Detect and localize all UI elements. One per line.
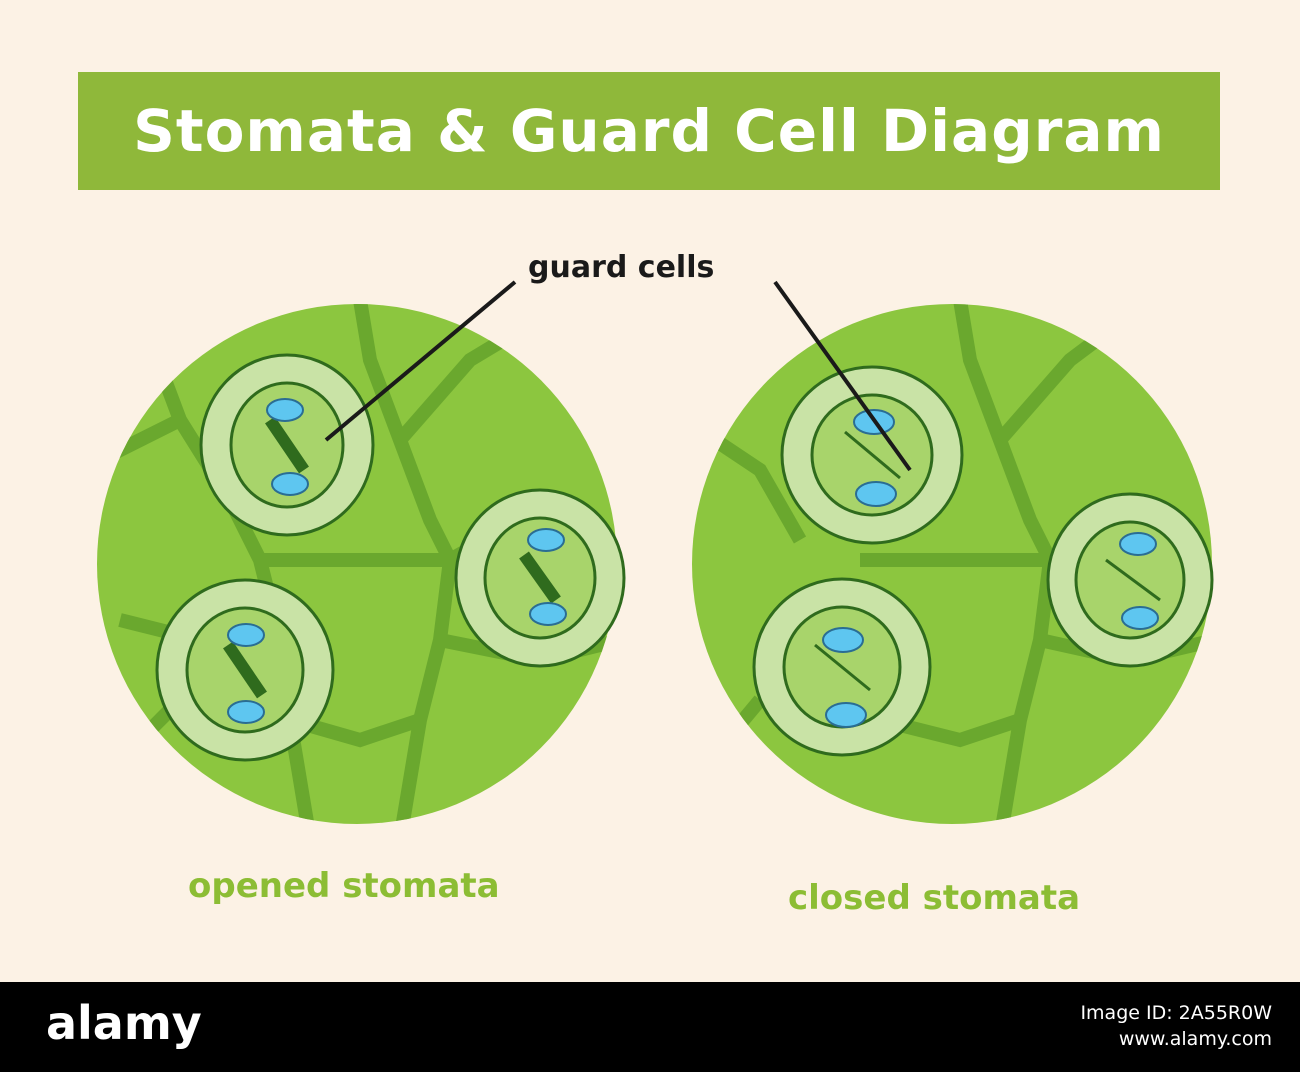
stoma-closed-3 bbox=[1046, 492, 1214, 668]
stoma-closed-1 bbox=[780, 365, 964, 545]
stoma-open-2 bbox=[155, 578, 335, 762]
site-url: www.alamy.com bbox=[1118, 1028, 1272, 1050]
closed-stomata-caption: closed stomata bbox=[788, 878, 1081, 918]
image-reference: Image ID: 2A55R0W www.alamy.com bbox=[1080, 1000, 1272, 1052]
watermark-footer: alamy Image ID: 2A55R0W www.alamy.com bbox=[0, 982, 1300, 1072]
diagram-canvas: Stomata & Guard Cell Diagram bbox=[78, 72, 1220, 918]
opened-stomata-view bbox=[97, 304, 626, 824]
stoma-open-3 bbox=[454, 488, 626, 668]
callout-line-left bbox=[324, 280, 517, 442]
callout-line-right bbox=[773, 280, 912, 472]
closed-stomata-view bbox=[692, 304, 1214, 824]
title-banner: Stomata & Guard Cell Diagram bbox=[78, 72, 1220, 190]
image-id: Image ID: 2A55R0W bbox=[1080, 1002, 1272, 1024]
alamy-logo: alamy bbox=[46, 996, 202, 1050]
diagram-title: Stomata & Guard Cell Diagram bbox=[133, 97, 1165, 165]
stoma-open-1 bbox=[199, 353, 375, 537]
opened-stomata-caption: opened stomata bbox=[188, 866, 500, 906]
stoma-closed-2 bbox=[752, 577, 932, 757]
stomata-illustration bbox=[97, 280, 1214, 824]
guard-cells-label: guard cells bbox=[528, 250, 715, 285]
